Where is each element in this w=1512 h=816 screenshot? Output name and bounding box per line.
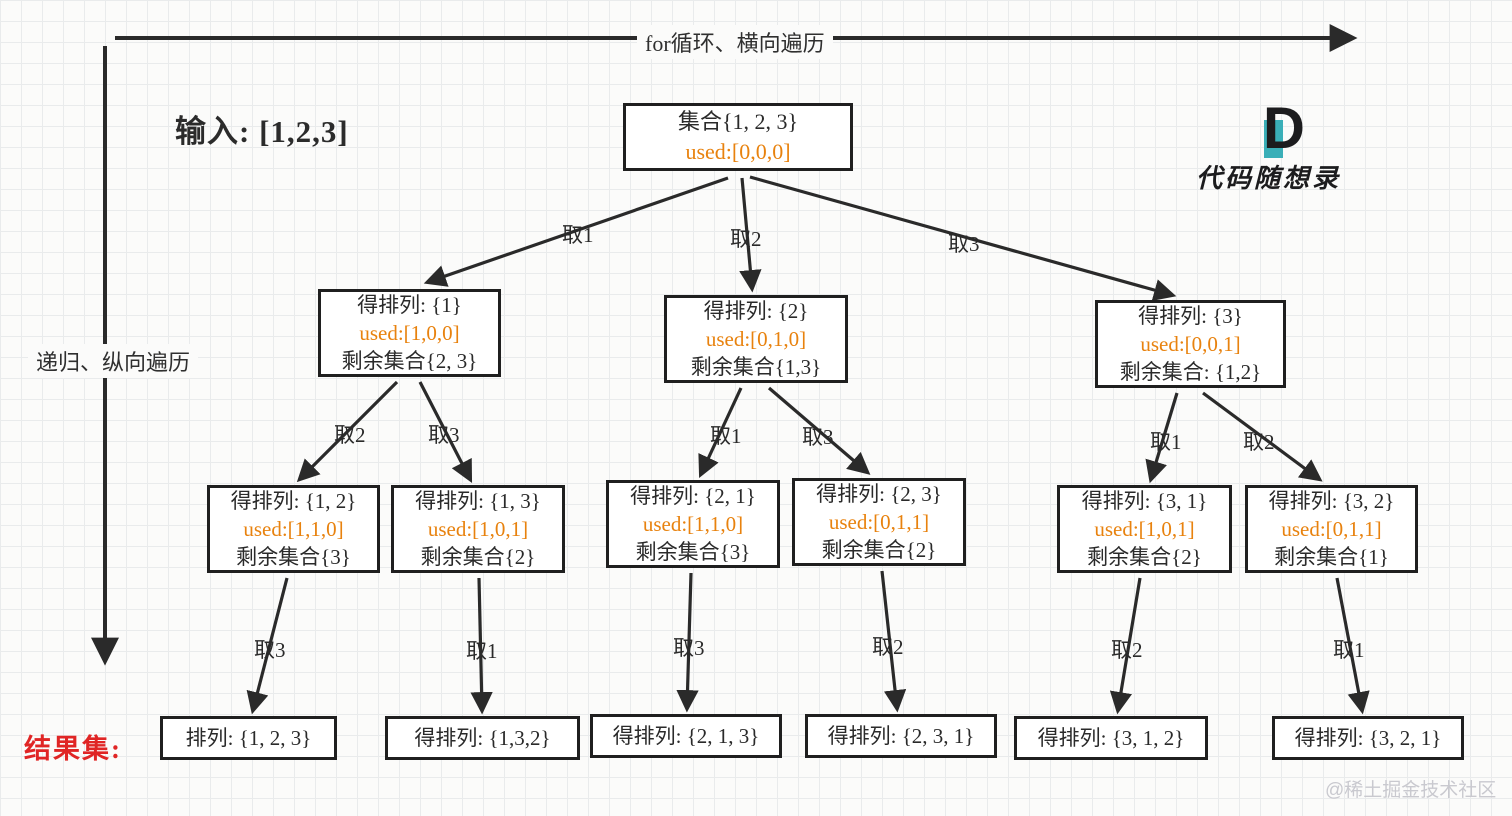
recursion-axis-label: 递归、纵向遍历 (28, 344, 199, 378)
node-used-text: used:[0,1,1] (828, 510, 930, 534)
leaf-node-312: 得排列: {3, 1, 2} (1014, 716, 1208, 760)
tree-node-perm-2: 得排列: {2} used:[0,1,0] 剩余集合{1,3} (664, 295, 848, 383)
node-used-text: used:[0,1,0] (705, 327, 807, 351)
edge-label-take2: 取2 (334, 423, 366, 447)
leaf-perm-text: 排列: {1, 2, 3} (185, 726, 312, 750)
node-used-text: used:[1,1,0] (243, 517, 344, 541)
node-used-text: used:[1,1,0] (642, 512, 744, 536)
edge-label-take1: 取1 (1333, 638, 1365, 662)
edge-label-take2: 取2 (1243, 430, 1275, 454)
logo-text: 代码随想录 (1196, 164, 1342, 193)
edge-label-take3: 取3 (428, 423, 460, 447)
for-loop-axis-label: for循环、横向遍历 (637, 25, 833, 59)
node-perm-text: 得排列: {3} (1138, 304, 1243, 328)
logo-teal-bar (1264, 120, 1284, 158)
edge-label-take3: 取3 (254, 638, 286, 662)
edge-label-take3: 取3 (802, 425, 834, 449)
logo-d-icon: D (1263, 96, 1305, 161)
leaf-perm-text: 得排列: {3, 1, 2} (1037, 726, 1185, 750)
node-used-text: used:[1,0,1] (1094, 517, 1195, 541)
node-remain-text: 剩余集合{3} (236, 545, 351, 569)
node-perm-text: 得排列: {1} (357, 293, 462, 317)
input-label: 输入: [1,2,3] (175, 114, 349, 149)
node-used-text: used:[0,0,0] (685, 139, 791, 164)
node-used-text: used:[0,1,1] (1281, 517, 1382, 541)
tree-node-perm-23: 得排列: {2, 3} used:[0,1,1] 剩余集合{2} (792, 478, 966, 566)
edge-label-take3: 取3 (948, 232, 980, 256)
leaf-perm-text: 得排列: {1,3,2} (414, 726, 551, 750)
tree-node-perm-3: 得排列: {3} used:[0,0,1] 剩余集合: {1,2} (1095, 300, 1286, 388)
node-used-text: used:[1,0,0] (359, 321, 460, 345)
leaf-node-213: 得排列: {2, 1, 3} (590, 714, 782, 758)
result-set-label: 结果集: (24, 734, 122, 764)
node-perm-text: 得排列: {1, 2} (230, 489, 357, 513)
tree-node-perm-21: 得排列: {2, 1} used:[1,1,0] 剩余集合{3} (606, 480, 780, 568)
node-used-text: used:[0,0,1] (1140, 332, 1241, 356)
node-remain-text: 剩余集合{2} (1087, 545, 1202, 569)
edge-label-take2: 取2 (1111, 638, 1143, 662)
tree-node-perm-31: 得排列: {3, 1} used:[1,0,1] 剩余集合{2} (1057, 485, 1232, 573)
edge-label-take2: 取2 (730, 227, 762, 251)
tree-node-perm-12: 得排列: {1, 2} used:[1,1,0] 剩余集合{3} (207, 485, 380, 573)
node-perm-text: 得排列: {2, 1} (630, 484, 756, 508)
edge-label-take1: 取1 (562, 223, 594, 247)
node-remain-text: 剩余集合{3} (635, 540, 751, 564)
node-perm-text: 得排列: {3, 1} (1081, 489, 1208, 513)
node-perm-text: 得排列: {3, 2} (1268, 489, 1395, 513)
leaf-node-321: 得排列: {3, 2, 1} (1272, 716, 1464, 760)
node-remain-text: 剩余集合{1} (1274, 545, 1389, 569)
leaf-perm-text: 得排列: {2, 3, 1} (827, 724, 975, 748)
tree-node-perm-1: 得排列: {1} used:[1,0,0] 剩余集合{2, 3} (318, 289, 501, 377)
node-remain-text: 剩余集合{2, 3} (341, 349, 478, 373)
edge-label-take1: 取1 (466, 639, 498, 663)
node-remain-text: 剩余集合{2} (821, 538, 937, 562)
leaf-node-231: 得排列: {2, 3, 1} (805, 714, 997, 758)
node-perm-text: 得排列: {1, 3} (415, 489, 541, 513)
edge-label-take1: 取1 (710, 424, 742, 448)
leaf-node-132: 得排列: {1,3,2} (385, 716, 580, 760)
node-perm-text: 得排列: {2, 3} (816, 482, 942, 506)
leaf-perm-text: 得排列: {2, 1, 3} (612, 724, 760, 748)
tree-node-perm-32: 得排列: {3, 2} used:[0,1,1] 剩余集合{1} (1245, 485, 1418, 573)
node-set-text: 集合{1, 2, 3} (677, 109, 799, 134)
node-remain-text: 剩余集合{2} (420, 545, 536, 569)
edge-label-take1: 取1 (1150, 430, 1182, 454)
leaf-perm-text: 得排列: {3, 2, 1} (1294, 726, 1442, 750)
node-used-text: used:[1,0,1] (427, 517, 529, 541)
node-remain-text: 剩余集合{1,3} (690, 355, 822, 379)
tree-node-perm-13: 得排列: {1, 3} used:[1,0,1] 剩余集合{2} (391, 485, 565, 573)
edge-label-take3: 取3 (673, 636, 705, 660)
leaf-node-123: 排列: {1, 2, 3} (160, 716, 337, 760)
edge-label-take2: 取2 (872, 635, 904, 659)
code-thoughts-logo: D 代码随想录 (1196, 96, 1342, 195)
node-perm-text: 得排列: {2} (703, 299, 809, 323)
watermark-text: @稀土掘金技术社区 (1325, 780, 1497, 801)
tree-node-root: 集合{1, 2, 3} used:[0,0,0] (623, 103, 853, 171)
node-remain-text: 剩余集合: {1,2} (1119, 360, 1262, 384)
